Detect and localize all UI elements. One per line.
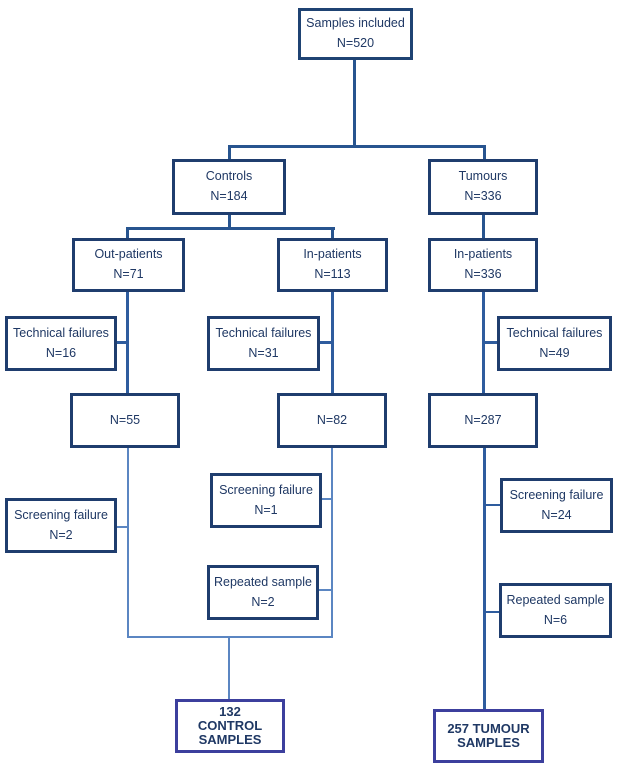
box-technical-failures-tumours-count: N=49 <box>539 345 570 360</box>
connector-line <box>318 589 333 591</box>
box-remaining-tumours-count: N=287 <box>464 412 502 427</box>
box-screening-failure-tumours: Screening failure N=24 <box>500 478 613 533</box>
box-screening-failure-out: Screening failure N=2 <box>5 498 117 553</box>
box-remaining-in: N=82 <box>277 393 387 448</box>
box-samples-included-count: N=520 <box>336 36 375 50</box>
connector-line <box>482 215 485 239</box>
box-in-patients-tumours-label: In-patients <box>453 247 513 262</box>
box-screening-failure-out-count: N=2 <box>49 527 73 542</box>
connector-line <box>319 341 333 344</box>
box-in-patients-tumours: In-patients N=336 <box>428 238 538 292</box>
connector-line <box>116 341 128 344</box>
box-technical-failures-out: Technical failures N=16 <box>5 316 117 371</box>
box-repeated-sample-tumours-label: Repeated sample <box>506 592 605 607</box>
box-screening-failure-tumours-count: N=24 <box>541 507 572 522</box>
box-technical-failures-out-count: N=16 <box>45 345 77 360</box>
connector-line <box>485 611 500 613</box>
box-final-tumour-samples-label: 257 TUMOUR SAMPLES <box>447 720 530 750</box>
connector-line <box>126 227 335 230</box>
box-out-patients-label: Out-patients <box>94 247 163 262</box>
connector-line <box>331 448 333 638</box>
connector-line <box>116 526 129 528</box>
connector-line <box>331 227 334 239</box>
box-repeated-sample-in: Repeated sample N=2 <box>207 565 319 620</box>
connector-line <box>228 145 231 160</box>
box-samples-included: Samples included N=520 <box>298 8 413 60</box>
box-technical-failures-in-count: N=31 <box>248 345 279 360</box>
box-in-patients-tumours-count: N=336 <box>464 267 502 281</box>
box-repeated-sample-in-label: Repeated sample <box>214 574 312 589</box>
box-remaining-out: N=55 <box>70 393 180 448</box>
connector-line <box>483 145 486 160</box>
box-controls-label: Controls <box>205 169 253 184</box>
box-screening-failure-in-count: N=1 <box>254 502 278 517</box>
box-repeated-sample-tumours-count: N=6 <box>543 612 568 627</box>
box-technical-failures-in: Technical failures N=31 <box>207 316 320 371</box>
box-tumours-count: N=336 <box>464 189 502 203</box>
box-screening-failure-out-label: Screening failure <box>14 507 108 522</box>
connector-line <box>484 341 498 344</box>
box-final-tumour-samples: 257 TUMOUR SAMPLES <box>433 709 544 763</box>
connector-line <box>126 227 129 239</box>
box-technical-failures-tumours-label: Technical failures <box>506 325 603 340</box>
connector-line <box>482 292 485 394</box>
box-technical-failures-out-label: Technical failures <box>13 325 109 340</box>
box-final-control-samples-label: 132 CONTROL SAMPLES <box>197 703 263 748</box>
box-out-patients-count: N=71 <box>113 267 144 281</box>
box-samples-included-label: Samples included <box>306 16 405 31</box>
box-screening-failure-in: Screening failure N=1 <box>210 473 322 528</box>
box-in-patients-controls-label: In-patients <box>303 247 362 262</box>
box-in-patients-controls: In-patients N=113 <box>277 238 388 292</box>
box-out-patients: Out-patients N=71 <box>72 238 185 292</box>
connector-line <box>228 636 230 699</box>
connector-line <box>485 504 501 506</box>
connector-line <box>127 636 333 638</box>
connector-line <box>353 60 356 148</box>
connector-line <box>321 498 333 500</box>
connector-line <box>127 448 129 638</box>
box-controls: Controls N=184 <box>172 159 286 215</box>
box-tumours-label: Tumours <box>458 169 508 184</box>
box-tumours: Tumours N=336 <box>428 159 538 215</box>
box-repeated-sample-in-count: N=2 <box>251 594 275 609</box>
box-technical-failures-tumours: Technical failures N=49 <box>497 316 612 371</box>
connector-line <box>483 448 486 709</box>
box-technical-failures-in-label: Technical failures <box>215 325 312 340</box>
box-screening-failure-in-label: Screening failure <box>219 482 313 497</box>
connector-line <box>228 145 486 148</box>
box-screening-failure-tumours-label: Screening failure <box>509 487 604 502</box>
box-final-control-samples: 132 CONTROL SAMPLES <box>175 699 285 753</box>
box-remaining-tumours: N=287 <box>428 393 538 448</box>
box-in-patients-controls-count: N=113 <box>314 267 351 281</box>
box-controls-count: N=184 <box>210 189 248 203</box>
connector-line <box>228 215 231 230</box>
box-remaining-out-count: N=55 <box>109 412 141 427</box>
box-repeated-sample-tumours: Repeated sample N=6 <box>499 583 612 638</box>
box-remaining-in-count: N=82 <box>316 412 348 427</box>
